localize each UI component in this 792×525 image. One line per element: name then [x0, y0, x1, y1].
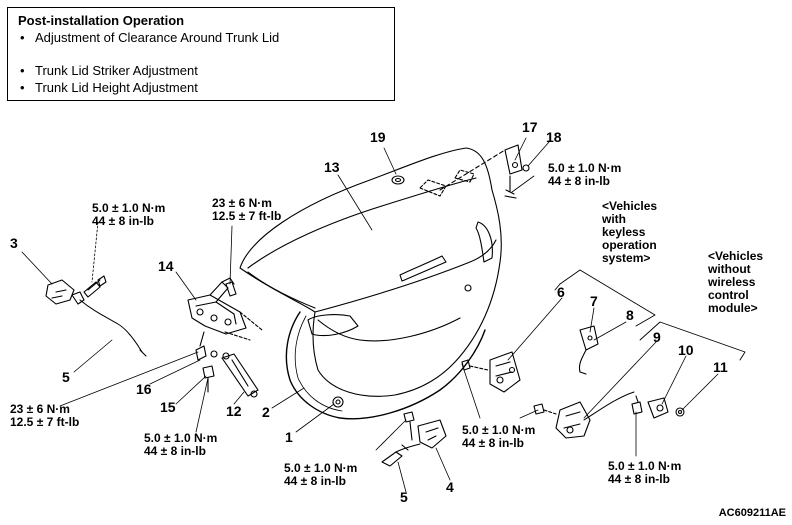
torque-imperial: 44 ± 8 in-lb: [284, 474, 346, 488]
variant-line: operation: [602, 238, 657, 252]
label-part-18: 18: [546, 129, 562, 145]
label-part-8: 8: [626, 307, 634, 323]
label-part-15: 15: [160, 399, 176, 415]
torque-imperial: 44 ± 8 in-lb: [608, 472, 670, 486]
switch-part: [578, 325, 599, 375]
torque-metric: 5.0 ± 1.0 N·m: [144, 431, 218, 445]
label-part-5-cable: 5: [62, 369, 70, 385]
torque-latch-center: 5.0 ± 1.0 N·m 44 ± 8 in-lb: [462, 424, 535, 450]
nut-part: [202, 365, 215, 393]
torque-imperial: 44 ± 8 in-lb: [462, 436, 524, 450]
label-part-4: 4: [446, 479, 454, 495]
keyless-bracket: [554, 269, 656, 327]
torque-striker: 5.0 ± 1.0 N·m 44 ± 8 in-lb: [284, 462, 357, 488]
torque-metric: 5.0 ± 1.0 N·m: [548, 161, 622, 175]
torque-hinge-bottom: 23 ± 6 N·m 12.5 ± 7 ft-lb: [10, 403, 79, 429]
variant-line: without: [708, 262, 751, 276]
torque-metric: 5.0 ± 1.0 N·m: [462, 423, 536, 437]
label-part-6: 6: [557, 284, 565, 300]
label-part-10: 10: [678, 342, 694, 358]
torque-imperial: 12.5 ± 7 ft-lb: [10, 415, 80, 429]
torque-imperial: 44 ± 8 in-lb: [144, 444, 206, 458]
torque-imperial: 44 ± 8 in-lb: [548, 174, 610, 188]
variant-line: keyless: [602, 225, 646, 239]
actuator-part: [45, 279, 147, 357]
no-wireless-bracket: [639, 321, 746, 361]
actuator-bolt: [87, 275, 107, 291]
trunk-opener-bracket: [504, 144, 530, 199]
gas-spring-part: [221, 352, 259, 398]
latch-no-wireless-part: [533, 391, 635, 439]
variant-line: control: [708, 288, 749, 302]
post-installation-note: Post-installation Operation Adjustment o…: [7, 7, 395, 101]
label-part-13: 13: [324, 159, 340, 175]
label-part-14: 14: [158, 258, 174, 274]
torque-metric: 23 ± 6 N·m: [10, 402, 70, 416]
note-item-striker: Trunk Lid Striker Adjustment: [18, 62, 384, 79]
torque-imperial: 44 ± 8 in-lb: [92, 214, 154, 228]
hinge-part: [187, 277, 263, 341]
striker-part: [381, 411, 447, 467]
torque-opener: 5.0 ± 1.0 N·m 44 ± 8 in-lb: [548, 162, 621, 188]
leader-lines: [21, 137, 719, 493]
label-part-7: 7: [590, 293, 598, 309]
bumper-part: [332, 396, 344, 408]
torque-latch-right: 5.0 ± 1.0 N·m 44 ± 8 in-lb: [608, 460, 681, 486]
note-item-clearance: Adjustment of Clearance Around Trunk Lid: [18, 29, 384, 46]
label-part-9: 9: [653, 329, 661, 345]
label-part-2: 2: [262, 404, 270, 420]
torque-imperial: 12.5 ± 7 ft-lb: [212, 209, 282, 223]
label-part-17: 17: [522, 119, 538, 135]
label-part-19: 19: [370, 129, 386, 145]
hinge-bolt: [195, 331, 218, 361]
label-part-16: 16: [136, 381, 152, 397]
variant-line: wireless: [708, 275, 756, 289]
note-title: Post-installation Operation: [18, 13, 185, 28]
torque-metric: 23 ± 6 N·m: [212, 196, 272, 210]
variant-line: module>: [708, 301, 758, 315]
variant-line: with: [602, 212, 626, 226]
label-part-5-striker: 5: [400, 489, 408, 505]
weatherstrip: [285, 311, 486, 420]
torque-metric: 5.0 ± 1.0 N·m: [284, 461, 358, 475]
label-part-1: 1: [285, 429, 293, 445]
trunk-lid-panel: [239, 147, 506, 397]
lock-switch-part: [631, 395, 685, 419]
grommet-part: [391, 175, 405, 185]
variant-line: <Vehicles: [602, 199, 658, 213]
variant-keyless: <Vehicles with keyless operation system>: [602, 200, 657, 265]
variant-no-wireless: <Vehicles without wireless control modul…: [708, 250, 763, 315]
note-item-height: Trunk Lid Height Adjustment: [18, 79, 384, 96]
variant-line: <Vehicles: [708, 249, 764, 263]
label-part-11: 11: [713, 359, 728, 375]
label-part-3: 3: [10, 235, 18, 251]
torque-metric: 5.0 ± 1.0 N·m: [608, 459, 682, 473]
torque-gas-spring: 5.0 ± 1.0 N·m 44 ± 8 in-lb: [144, 432, 217, 458]
variant-line: system>: [602, 251, 651, 265]
torque-upper-left: 5.0 ± 1.0 N·m 44 ± 8 in-lb: [92, 202, 165, 228]
torque-hinge-top: 23 ± 6 N·m 12.5 ± 7 ft-lb: [212, 197, 281, 223]
figure-code: AC609211AE: [718, 507, 786, 519]
torque-metric: 5.0 ± 1.0 N·m: [92, 201, 166, 215]
note-list: Adjustment of Clearance Around Trunk Lid…: [18, 29, 384, 96]
label-part-12: 12: [226, 403, 242, 419]
